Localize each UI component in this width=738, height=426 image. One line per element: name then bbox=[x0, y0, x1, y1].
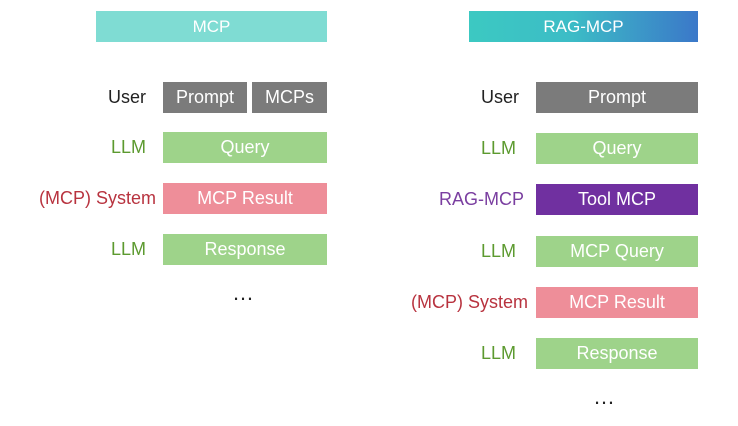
mcp-mcps-box: MCPs bbox=[252, 82, 327, 113]
mcp-header: MCP bbox=[96, 11, 327, 42]
mcp-result-box: MCP Result bbox=[163, 183, 327, 214]
rag-prompt-box: Prompt bbox=[536, 82, 698, 113]
rag-ellipsis: … bbox=[593, 384, 616, 409]
mcp-ellipsis: … bbox=[232, 280, 255, 305]
rag-row-llm-response-label: LLM bbox=[480, 343, 516, 363]
mcp-prompt-box: Prompt bbox=[163, 82, 247, 113]
mcp-row-user-label: User bbox=[107, 87, 146, 107]
rag-row-system-label: (MCP) System bbox=[411, 292, 528, 312]
mcp-query-box: Query bbox=[163, 132, 327, 163]
rag-query-box: Query bbox=[536, 133, 698, 164]
rag-mcp-query-box: MCP Query bbox=[536, 236, 698, 267]
rag-response-box: Response bbox=[536, 338, 698, 369]
mcp-row-system-label: (MCP) System bbox=[39, 188, 156, 208]
rag-mcp-header: RAG-MCP bbox=[469, 11, 698, 42]
rag-row-llm-query-label: LLM bbox=[480, 138, 516, 158]
rag-row-user-label: User bbox=[480, 87, 519, 107]
mcp-row-llm-query-label: LLM bbox=[110, 137, 146, 157]
rag-tool-mcp-box: Tool MCP bbox=[536, 184, 698, 215]
rag-row-llm-mcp-query-label: LLM bbox=[480, 241, 516, 261]
rag-row-rag-mcp-label: RAG-MCP bbox=[439, 189, 524, 209]
mcp-response-box: Response bbox=[163, 234, 327, 265]
mcp-row-llm-response-label: LLM bbox=[110, 239, 146, 259]
rag-mcp-result-box: MCP Result bbox=[536, 287, 698, 318]
